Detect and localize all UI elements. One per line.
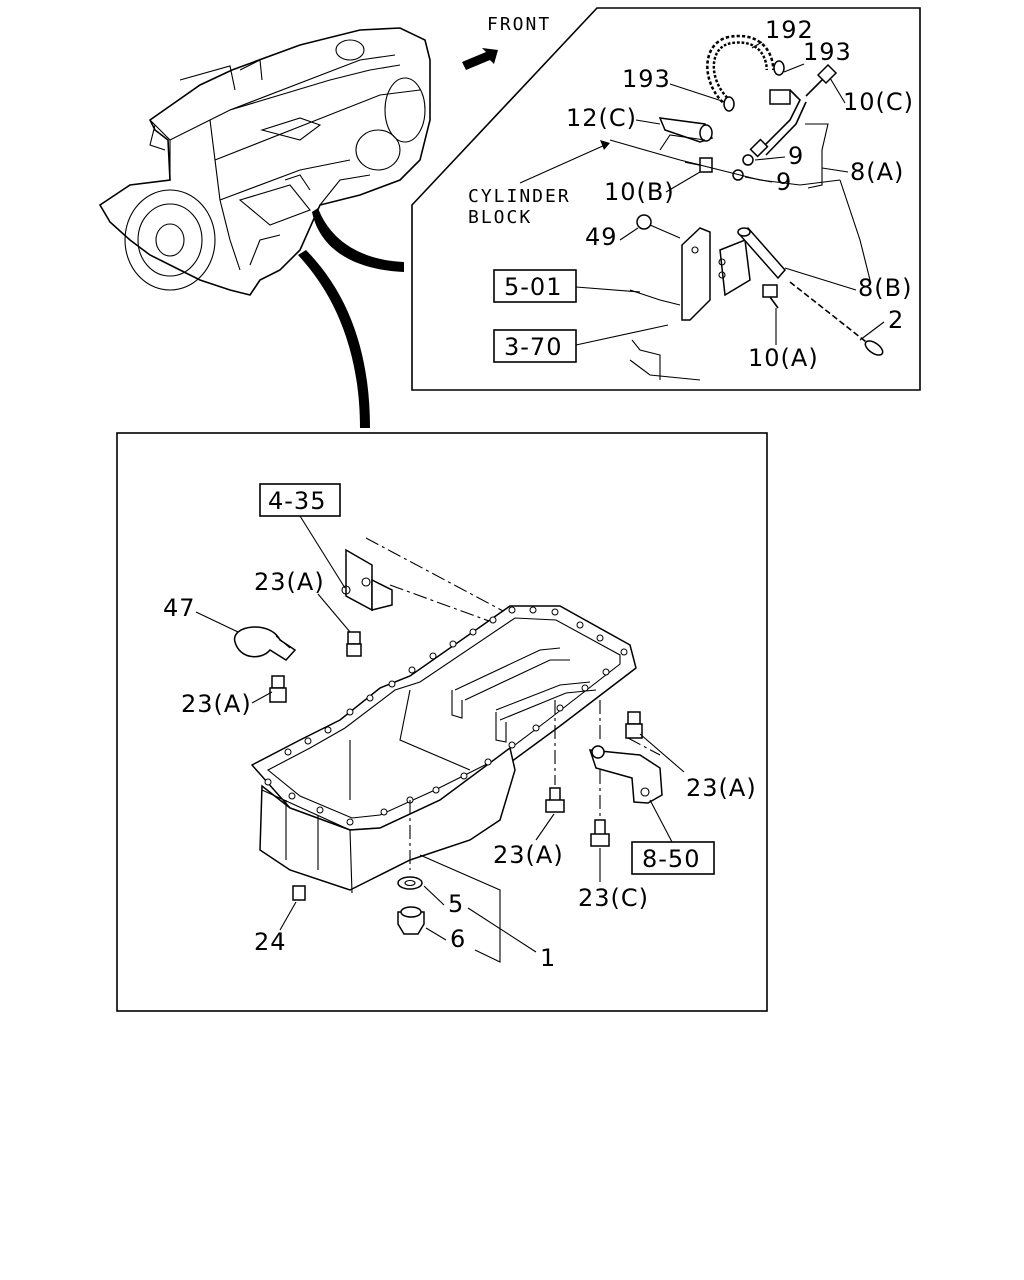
- callout-10a: 10(A): [748, 344, 819, 372]
- engine-illustration: [98, 27, 431, 296]
- callout-23a-bottom: 23(A): [493, 841, 564, 869]
- bolt-10c: [805, 63, 838, 97]
- dipstick-2: [789, 281, 884, 356]
- callout-23c: 23(C): [578, 884, 649, 912]
- bracket-1: [419, 854, 501, 963]
- front-label: FRONT: [487, 14, 551, 35]
- callout-12c: 12(C): [566, 104, 637, 132]
- callout-10b: 10(B): [604, 178, 675, 206]
- oilpan-panel-frame: [116, 432, 768, 1012]
- bolt-23a-3: [545, 787, 565, 813]
- ref-box-3-70[interactable]: [493, 329, 577, 363]
- callout-8a: 8(A): [850, 158, 904, 186]
- callout-192: 192: [765, 16, 814, 44]
- callout-193-left: 193: [622, 65, 671, 93]
- callout-6: 6: [450, 925, 466, 953]
- nut-49: [636, 214, 681, 239]
- callout-193-right: 193: [803, 38, 852, 66]
- cylinder-block-label-line1: CYLINDER: [468, 186, 571, 207]
- callout-47: 47: [163, 594, 196, 622]
- callout-10c: 10(C): [843, 88, 914, 116]
- bolt-23a-1: [346, 631, 362, 657]
- callout-1: 1: [540, 944, 556, 972]
- pointer-arrow-to-oilpan: [298, 250, 370, 428]
- callout-9-lower: 9: [776, 168, 792, 196]
- washer-5: [397, 876, 423, 890]
- bolt-23c: [590, 819, 610, 847]
- pointer-arrow-to-inset: [312, 208, 404, 272]
- ref-box-8-50-label: 8-50: [642, 845, 700, 873]
- cylinder-block-label-line2: BLOCK: [468, 207, 532, 228]
- clamp-block: [769, 89, 791, 105]
- callout-49: 49: [585, 223, 618, 251]
- ref-box-5-01[interactable]: [493, 269, 577, 303]
- nut-24: [292, 885, 306, 901]
- inset-panel-frame: [411, 7, 921, 391]
- callout-24: 24: [254, 928, 287, 956]
- ref-box-4-35-label: 4-35: [268, 487, 326, 515]
- clamp-47: [234, 626, 297, 661]
- ref-box-4-35[interactable]: [259, 483, 341, 517]
- callout-2: 2: [888, 306, 904, 334]
- elbow-12c: [658, 117, 714, 151]
- ref-box-5-01-label: 5-01: [504, 273, 562, 301]
- cylinder-block-leader: [519, 144, 606, 184]
- bolt-23a-2: [269, 675, 287, 703]
- clamp-193-a: [723, 96, 735, 112]
- ref-box-8-50[interactable]: [631, 841, 715, 875]
- bracket-8a: [805, 123, 829, 189]
- callout-23a-top: 23(A): [254, 568, 325, 596]
- oil-pan-1: [250, 605, 637, 894]
- drain-plug-6: [397, 906, 425, 935]
- oring-9-a: [742, 154, 754, 166]
- bracket-8-50: [588, 745, 663, 804]
- bolt-10a: [762, 284, 779, 309]
- callout-23a-right: 23(A): [686, 774, 757, 802]
- front-arrow-icon: [462, 48, 498, 70]
- callout-9-upper: 9: [788, 142, 804, 170]
- callout-23a-left: 23(A): [181, 690, 252, 718]
- bracket-4-35: [341, 548, 393, 612]
- callout-8b: 8(B): [858, 274, 912, 302]
- bolt-23a-4: [625, 711, 643, 739]
- callout-5: 5: [448, 890, 464, 918]
- pipe-8a: [759, 89, 801, 151]
- ref-box-3-70-label: 3-70: [504, 333, 562, 361]
- guide-bracket: [681, 227, 751, 321]
- clamp-193-b: [773, 60, 785, 76]
- guide-tube-8b: [737, 226, 786, 280]
